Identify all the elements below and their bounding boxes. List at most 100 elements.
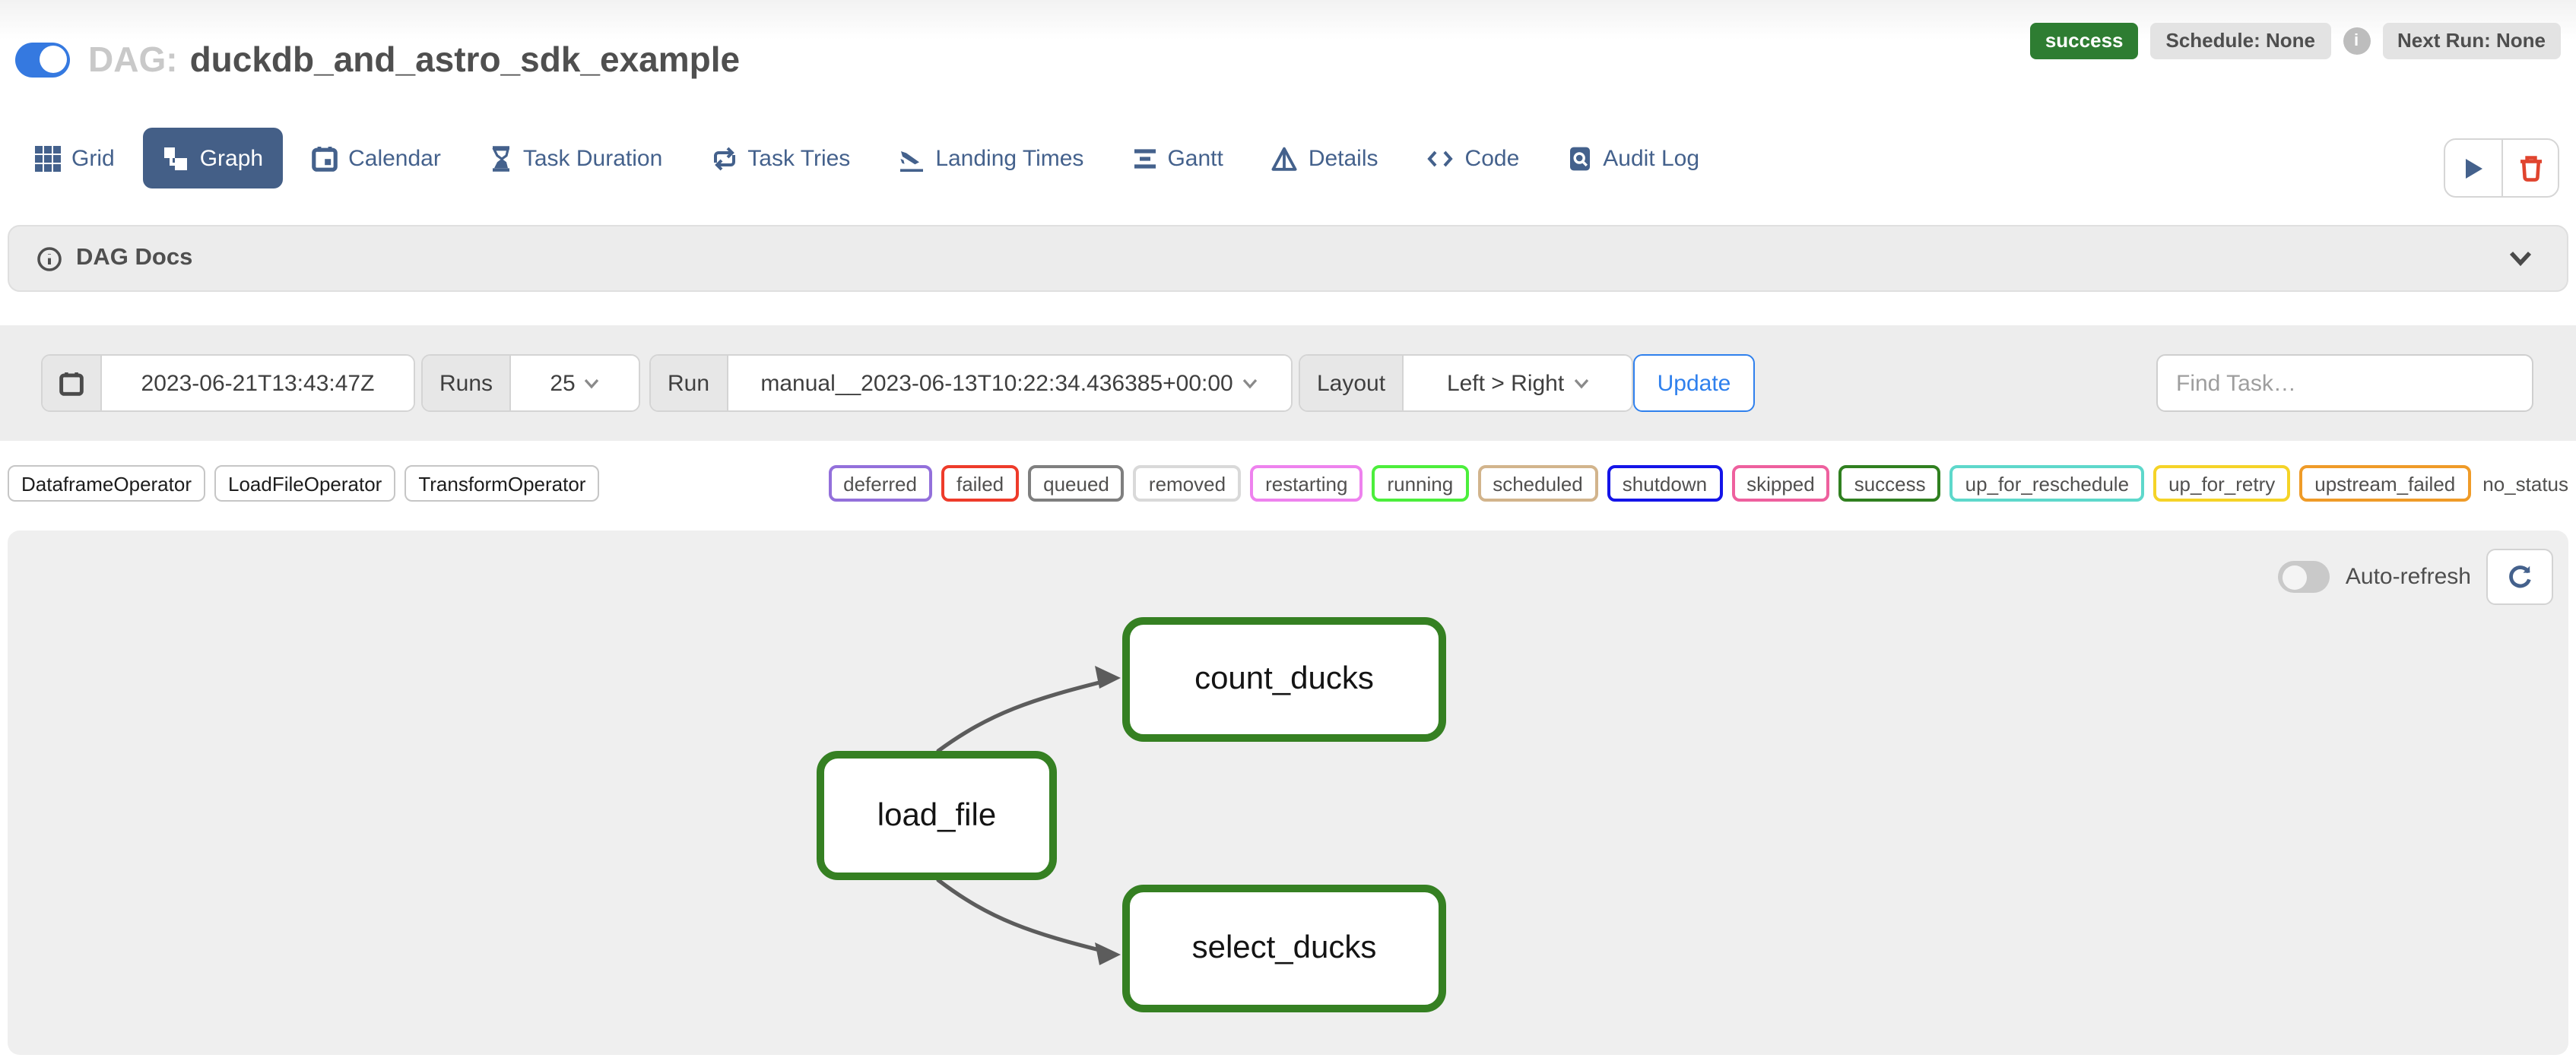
auto-refresh-toggle[interactable] [2278,561,2330,593]
landing-icon [900,150,924,171]
trash-icon [2520,155,2541,181]
layout-value: Left > Right [1446,370,1565,396]
toggle-knob [39,46,66,73]
dag-pause-toggle[interactable] [15,42,70,77]
run-group: Run manual__2023-06-13T10:22:34.436385+0… [649,354,1293,412]
operator-legend: DataframeOperator LoadFileOperator Trans… [8,465,600,502]
refresh-icon [2508,565,2530,588]
status-pill[interactable]: running [1372,465,1469,502]
status-pill[interactable]: failed [941,465,1020,502]
runs-value: 25 [550,370,576,396]
page-title: DAG: duckdb_and_astro_sdk_example [88,39,740,80]
status-pill[interactable]: restarting [1250,465,1363,502]
chevron-down-icon [2509,252,2532,267]
dag-edges [936,666,1121,965]
delete-dag-button[interactable] [2501,140,2558,196]
status-no-status: no_status [2482,472,2568,495]
arrowhead [1095,666,1121,689]
status-legend: deferred failed queued removed restartin… [828,465,2568,502]
tab-landing-times[interactable]: Landing Times [879,128,1103,188]
tab-audit-log[interactable]: Audit Log [1548,128,1719,188]
layout-label: Layout [1300,356,1404,410]
task-node-load-file[interactable]: load_file [817,751,1057,880]
operator-pill[interactable]: TransformOperator [404,465,600,502]
status-pill[interactable]: upstream_failed [2299,465,2471,502]
header-badges: success Schedule: None i Next Run: None [2029,23,2561,59]
task-node-count-ducks[interactable]: count_ducks [1122,617,1446,742]
tab-label: Calendar [348,145,441,171]
tab-label: Audit Log [1603,145,1700,171]
grid-icon [35,145,61,171]
tab-label: Code [1464,145,1520,171]
tab-task-tries[interactable]: Task Tries [691,128,870,188]
status-pill[interactable]: success [1838,465,1941,502]
chevron-down-icon [585,378,599,388]
tab-label: Task Tries [747,145,851,171]
tab-label: Landing Times [935,145,1084,171]
arrowhead [1095,942,1121,965]
filter-bar: Runs 25 Run manual__2023-06-13T10:22:34.… [0,325,2576,441]
play-icon [2466,158,2482,178]
runs-label: Runs [423,356,512,410]
status-pill[interactable]: queued [1028,465,1125,502]
task-node-select-ducks[interactable]: select_ducks [1122,885,1446,1012]
dag-title-prefix: DAG: [88,39,178,78]
tab-details[interactable]: Details [1252,128,1398,188]
runs-select[interactable]: 25 [511,356,639,410]
top-gradient [0,0,2576,40]
update-button[interactable]: Update [1633,354,1755,412]
tab-label: Details [1308,145,1378,171]
operator-pill[interactable]: DataframeOperator [8,465,205,502]
base-date-group [41,354,415,412]
calendar-icon [312,146,338,171]
repeat-icon [713,146,735,170]
tab-label: Graph [199,145,264,171]
tab-task-duration[interactable]: Task Duration [470,128,682,188]
next-run-badge: Next Run: None [2382,23,2561,59]
layout-group: Layout Left > Right [1299,354,1634,412]
dag-docs-bar[interactable]: DAG Docs [8,225,2568,292]
dag-graph-canvas[interactable]: count_ducks load_file select_ducks Auto-… [8,530,2568,1055]
schedule-badge: Schedule: None [2150,23,2330,59]
status-pill[interactable]: deferred [828,465,932,502]
tab-calendar[interactable]: Calendar [292,128,461,188]
run-value: manual__2023-06-13T10:22:34.436385+00:00 [760,370,1233,396]
dag-id: duckdb_and_astro_sdk_example [189,39,741,78]
layout-select[interactable]: Left > Right [1404,356,1632,410]
tab-label: Task Duration [522,145,663,171]
edge-load-to-select [936,878,1108,954]
status-pill[interactable]: removed [1133,465,1242,502]
tab-gantt[interactable]: Gantt [1112,128,1242,188]
run-label: Run [651,356,728,410]
calendar-icon [59,371,84,395]
find-task-input[interactable] [2156,354,2533,412]
edge-load-to-count [936,679,1108,753]
audit-log-icon [1570,146,1591,170]
status-pill[interactable]: up_for_retry [2153,465,2291,502]
run-select[interactable]: manual__2023-06-13T10:22:34.436385+00:00 [728,356,1291,410]
base-date-input[interactable] [102,356,414,410]
tab-label: Grid [71,145,115,171]
info-icon[interactable]: i [2343,27,2370,55]
hourglass-icon [492,145,509,171]
dag-action-buttons [2444,138,2559,198]
tab-graph[interactable]: Graph [143,128,284,188]
trigger-dag-button[interactable] [2445,140,2501,196]
runs-group: Runs 25 [421,354,641,412]
status-pill[interactable]: shutdown [1607,465,1723,502]
chevron-down-icon [1242,378,1257,388]
tab-code[interactable]: Code [1407,128,1540,188]
dag-header: DAG: duckdb_and_astro_sdk_example [15,36,740,82]
tab-label: Gantt [1167,145,1223,171]
refresh-controls: Auto-refresh [2278,549,2553,605]
status-pill[interactable]: up_for_reschedule [1949,465,2145,502]
refresh-button[interactable] [2486,549,2553,605]
operator-pill[interactable]: LoadFileOperator [214,465,396,502]
code-icon [1427,150,1454,166]
status-pill[interactable]: skipped [1731,465,1830,502]
status-pill[interactable]: scheduled [1477,465,1598,502]
tab-grid[interactable]: Grid [15,128,135,188]
graph-icon [164,147,188,169]
gantt-icon [1134,148,1156,168]
info-circle-icon [37,246,62,271]
